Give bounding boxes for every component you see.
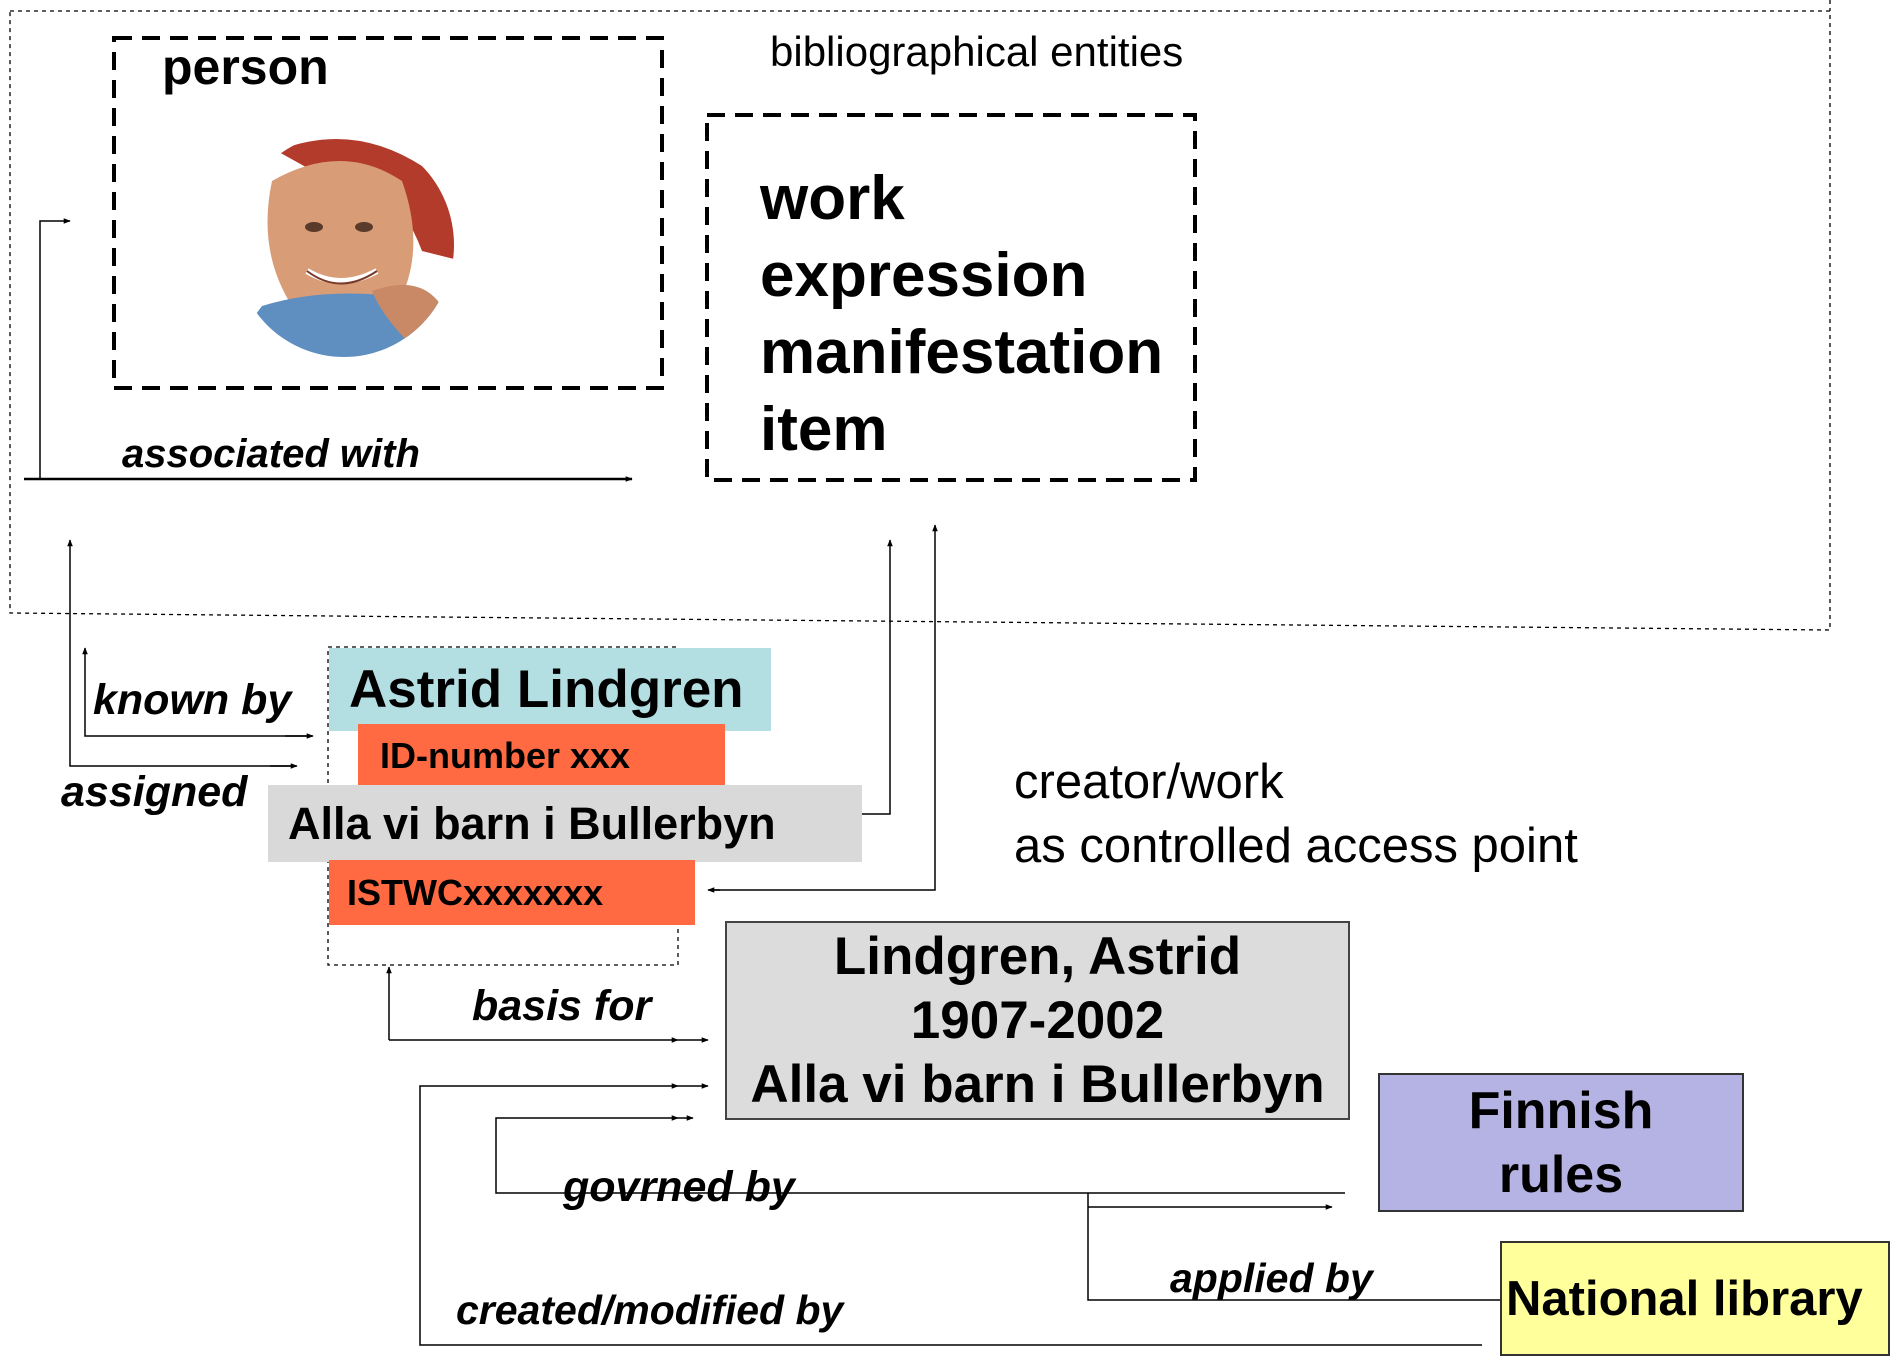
created-modified-connector: [419, 1083, 1482, 1346]
govrned-by-label: govrned by: [563, 1163, 795, 1211]
created-modified-by-label: created/modified by: [456, 1287, 844, 1333]
rules-line1: Finnish: [1468, 1081, 1654, 1140]
library-box: National library: [1500, 1241, 1890, 1356]
work-title-box: Alla vi barn i Bullerbyn: [268, 785, 862, 862]
rules-box: Finnish rules: [1378, 1073, 1744, 1212]
bibliographical-entities-label: bibliographical entities: [770, 28, 1184, 75]
assigned-connector: [67, 539, 296, 767]
assigned-label: assigned: [61, 768, 248, 816]
istwc-entity-connector: [710, 524, 938, 891]
bibliographic-frame: [9, 10, 1831, 631]
associated-with-label: associated with: [122, 432, 420, 476]
entity-item: item: [760, 395, 888, 464]
entities-box: [705, 113, 1197, 482]
creator-work-line1: creator/work: [1014, 755, 1284, 809]
applied-by-connector: [1087, 1193, 1510, 1301]
applied-by-label: applied by: [1170, 1255, 1373, 1301]
entity-work: work: [760, 164, 905, 233]
work-title: Alla vi barn i Bullerbyn: [288, 797, 776, 849]
istwc-box: ISTWCxxxxxxx: [329, 860, 695, 925]
istwc-code: ISTWCxxxxxxx: [347, 871, 604, 913]
person-portrait-icon: [234, 133, 454, 357]
title-entity-connector: [800, 539, 893, 815]
access-point-line3: Alla vi barn i Bullerbyn: [750, 1054, 1325, 1114]
library-label: National library: [1506, 1271, 1863, 1326]
govrned-by-connector: [495, 1115, 1345, 1194]
rules-line2: rules: [1498, 1145, 1624, 1204]
access-point-line1: Lindgren, Astrid: [833, 926, 1242, 986]
known-by-label: known by: [93, 676, 292, 724]
person-label: person: [162, 39, 329, 95]
person-name: Astrid Lindgren: [349, 660, 744, 719]
known-by-connector: [82, 647, 312, 737]
entity-expression: expression: [760, 241, 1088, 310]
creator-work-line2: as controlled access point: [1014, 819, 1578, 873]
access-point-line2: 1907-2002: [910, 990, 1165, 1050]
access-point-box: Lindgren, Astrid 1907-2002 Alla vi barn …: [725, 921, 1350, 1120]
entity-manifestation: manifestation: [760, 318, 1164, 387]
basis-for-label: basis for: [472, 982, 652, 1030]
person-name-box: Astrid Lindgren: [329, 648, 771, 731]
id-number-box: ID-number xxx: [358, 724, 725, 787]
id-number: ID-number xxx: [380, 734, 631, 776]
